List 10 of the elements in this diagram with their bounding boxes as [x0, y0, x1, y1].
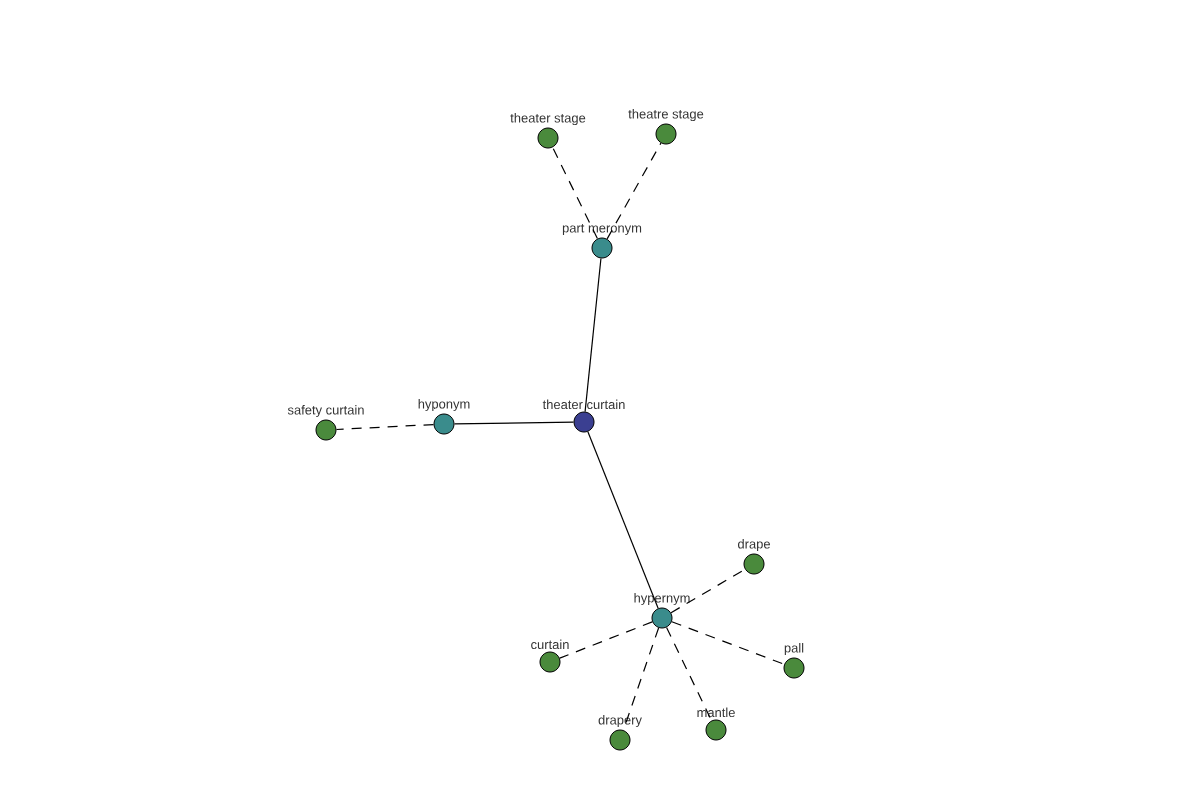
connector-line — [335, 423, 435, 431]
connector-line — [453, 421, 575, 425]
connector-line — [587, 431, 659, 609]
connector-line — [671, 621, 785, 665]
connector-line — [552, 146, 598, 240]
connector-line — [670, 568, 746, 614]
connector-line — [606, 142, 662, 240]
connector-line — [584, 257, 602, 413]
connector-line — [665, 626, 713, 722]
connector-line — [559, 621, 653, 659]
